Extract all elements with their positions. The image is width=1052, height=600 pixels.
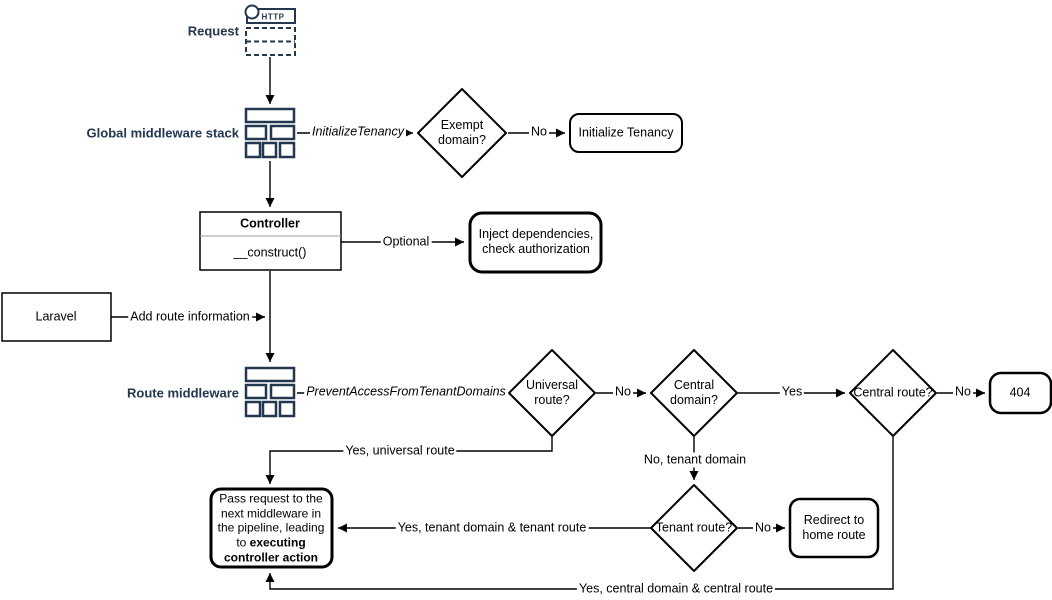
redirect-home-text: Redirect to home route	[802, 513, 866, 542]
middleware-stack-icon	[244, 107, 296, 159]
edge-label-yes-central: Yes, central domain & central route	[576, 581, 776, 597]
initialize-tenancy-box	[569, 113, 683, 153]
controller-method: __construct()	[233, 245, 307, 260]
central-route-diamond	[849, 349, 937, 437]
redirect-home-box	[788, 497, 880, 559]
middleware-stack-icon	[244, 366, 296, 418]
edge-label-no-tenant-domain: No, tenant domain	[641, 452, 749, 468]
decision-diamonds	[417, 88, 937, 572]
inject-dependencies-text: Inject dependencies, check authorization	[478, 227, 594, 256]
pass-request-text-bold: executing controller action	[223, 535, 318, 564]
pass-request-text: Pass request to the next middleware in t…	[213, 491, 329, 564]
edge-label-no-exempt: No	[529, 124, 549, 140]
initialize-tenancy-text: Initialize Tenancy	[578, 125, 674, 140]
universal-route-text: Universal route?	[525, 378, 579, 407]
route-middleware-label: Route middleware	[127, 385, 239, 401]
tenant-route-text: Tenant route?	[655, 520, 733, 535]
404-text: 404	[1009, 385, 1031, 400]
laravel-text: Laravel	[35, 309, 77, 324]
http-icon-label: HTTP	[261, 12, 285, 22]
edge-label-yes-universal-route: Yes, universal route	[343, 443, 457, 459]
edge-label-yes-tenant: Yes, tenant domain & tenant route	[395, 520, 589, 536]
central-domain-text: Central domain?	[670, 378, 718, 407]
http-request-icon	[244, 4, 296, 56]
global-middleware-label: Global middleware stack	[86, 125, 239, 141]
tenant-route-diamond	[650, 484, 738, 572]
laravel-box	[1, 292, 112, 342]
edge-label-add-route-information: Add route information	[128, 309, 252, 325]
edge-label-yes-central-domain: Yes	[779, 384, 805, 400]
request-label: Request	[187, 23, 239, 39]
controller-class-box	[199, 211, 342, 271]
404-box	[988, 371, 1052, 415]
central-domain-diamond	[650, 349, 738, 437]
controller-title: Controller	[240, 216, 300, 231]
inject-dependencies-box	[468, 211, 603, 274]
pass-request-text-normal: Pass request to the next middleware in t…	[217, 491, 325, 550]
exempt-domain-text: Exempt domain?	[438, 118, 486, 147]
edge-label-preventaccess: PreventAccessFromTenantDomains	[304, 384, 508, 400]
edge-label-no-tenant-route: No	[753, 520, 773, 536]
universal-route-diamond	[508, 349, 596, 437]
edge-label-initializetenancy: InitializeTenancy	[310, 124, 406, 140]
pass-request-box	[209, 487, 334, 569]
edge-label-no-central-route: No	[953, 384, 973, 400]
central-route-text: Central route?	[853, 385, 933, 400]
edge-label-no-universal: No	[613, 384, 633, 400]
edge-label-optional: Optional	[380, 234, 432, 250]
exempt-domain-diamond	[417, 88, 507, 178]
